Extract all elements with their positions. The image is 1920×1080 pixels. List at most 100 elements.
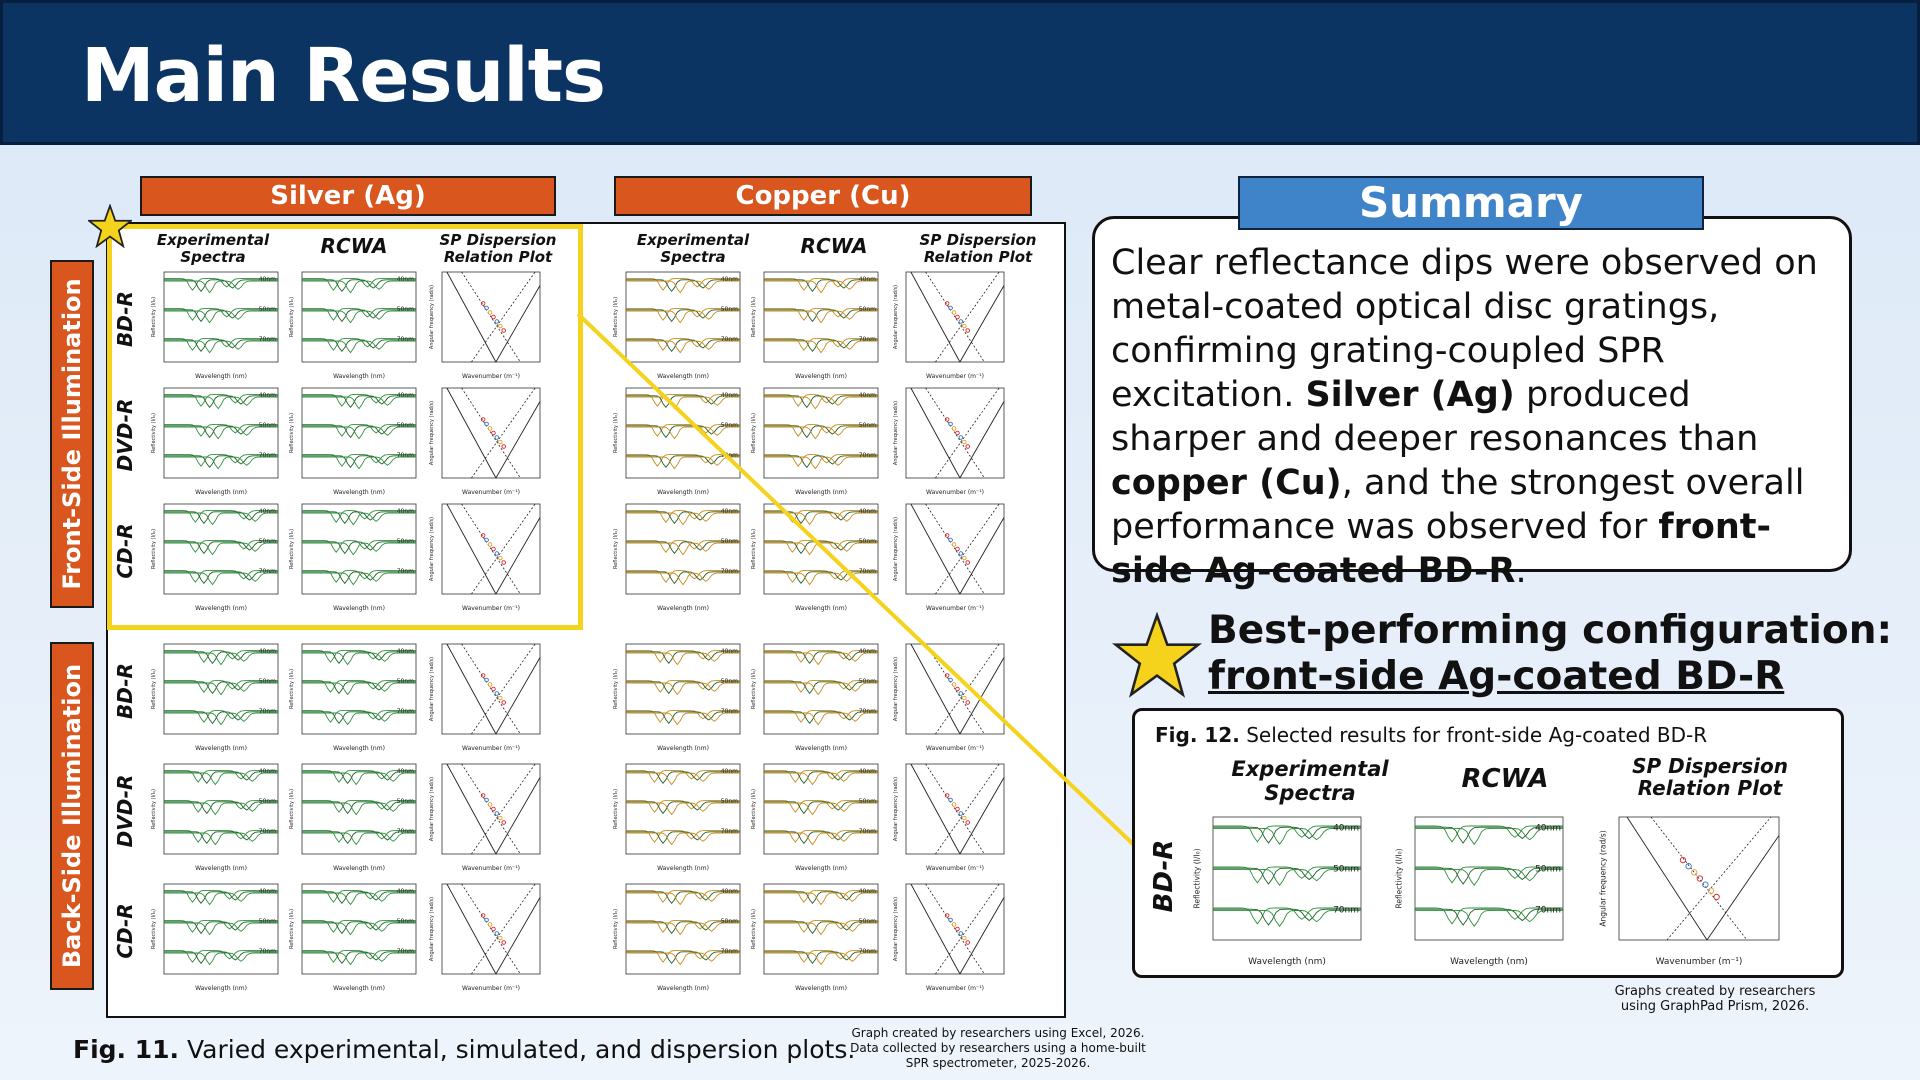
- svg-text:Angular frequency (rad/s): Angular frequency (rad/s): [429, 897, 435, 961]
- svg-text:70nm: 70nm: [721, 828, 738, 835]
- svg-text:70nm: 70nm: [259, 828, 276, 835]
- plot-back-bd-cu-sp: Wavenumber (m⁻¹) Angular frequency (rad/s…: [890, 640, 1028, 752]
- svg-text:70nm: 70nm: [859, 828, 876, 835]
- svg-text:Angular frequency (rad/s): Angular frequency (rad/s): [893, 657, 899, 721]
- star-icon: [1112, 612, 1202, 698]
- svg-text:Angular frequency (rad/s): Angular frequency (rad/s): [893, 517, 899, 581]
- svg-text:40nm: 40nm: [859, 648, 876, 655]
- svg-text:Reflectivity (I/I₀): Reflectivity (I/I₀): [751, 789, 757, 829]
- summary-best: front-side Ag-coated BD-R: [1111, 507, 1772, 591]
- svg-text:Wavenumber (m⁻¹): Wavenumber (m⁻¹): [926, 745, 984, 752]
- svg-text:40nm: 40nm: [721, 508, 738, 515]
- figure-12-text: Selected results for front-side Ag-coate…: [1246, 723, 1708, 747]
- plot-front-bd-cu-sp: Wavenumber (m⁻¹)Angular frequency (rad/s…: [890, 268, 1028, 380]
- svg-text:Wavelength (nm): Wavelength (nm): [195, 489, 247, 496]
- svg-text:Wavelength (nm): Wavelength (nm): [795, 745, 847, 752]
- svg-text:Reflectivity (I/I₀): Reflectivity (I/I₀): [613, 909, 619, 949]
- svg-text:Wavelength (nm): Wavelength (nm): [195, 373, 247, 380]
- svg-text:Wavelength (nm): Wavelength (nm): [657, 745, 709, 752]
- svg-text:50nm: 50nm: [397, 306, 414, 313]
- row-label-back-cd-text: CD-R: [113, 903, 137, 959]
- side-tab-back: Back-Side Illumination: [50, 642, 94, 990]
- svg-text:Angular frequency (rad/s): Angular frequency (rad/s): [429, 401, 435, 465]
- svg-text:Wavelength (nm): Wavelength (nm): [333, 373, 385, 380]
- row-label-front-cd-text: CD-R: [113, 523, 137, 579]
- svg-text:50nm: 50nm: [1535, 865, 1561, 875]
- row-label-front-bd-text: BD-R: [113, 291, 137, 347]
- row-label-front-dvd-text: DVD-R: [113, 398, 137, 472]
- plot-back-dvd-ag-sp: Wavenumber (m⁻¹)Angular frequency (rad/s…: [426, 760, 564, 872]
- figure-11-credit: Graph created by researchers using Excel…: [828, 1026, 1168, 1071]
- heading-ag-exp: Experimental Spectra: [156, 231, 270, 266]
- summary-sentence-3: , and the strongest overall performance …: [1111, 463, 1805, 547]
- svg-text:40nm: 40nm: [859, 768, 876, 775]
- svg-text:50nm: 50nm: [721, 798, 738, 805]
- svg-text:70nm: 70nm: [721, 708, 738, 715]
- svg-text:40nm: 40nm: [721, 392, 738, 399]
- svg-text:Wavenumber (m⁻¹): Wavenumber (m⁻¹): [462, 489, 520, 496]
- side-tab-front-label: Front-Side Illumination: [58, 278, 86, 590]
- svg-text:40nm: 40nm: [259, 276, 276, 283]
- svg-text:Reflectivity (I/I₀): Reflectivity (I/I₀): [613, 413, 619, 453]
- svg-text:50nm: 50nm: [259, 306, 276, 313]
- svg-text:Wavelength (nm): Wavelength (nm): [195, 745, 247, 752]
- side-tab-front: Front-Side Illumination: [50, 260, 94, 608]
- row-label-back-cd: CD-R: [108, 876, 142, 986]
- summary-sentence-2: produced sharper and deeper resonances t…: [1111, 375, 1759, 459]
- summary-box: Clear reflectance dips were observed on …: [1092, 216, 1852, 591]
- svg-text:Wavelength (nm): Wavelength (nm): [657, 489, 709, 496]
- svg-text:Wavelength (nm): Wavelength (nm): [657, 865, 709, 872]
- svg-text:Wavenumber (m⁻¹): Wavenumber (m⁻¹): [926, 865, 984, 872]
- figure-11-label: Fig. 11.: [73, 1035, 180, 1064]
- svg-text:Wavelength (nm): Wavelength (nm): [333, 985, 385, 992]
- figure-11-credit-line-2: Data collected by researchers using a ho…: [850, 1041, 1146, 1055]
- svg-text:Wavelength (nm): Wavelength (nm): [333, 745, 385, 752]
- svg-text:Reflectivity (I/I₀): Reflectivity (I/I₀): [289, 529, 295, 569]
- svg-text:50nm: 50nm: [397, 918, 414, 925]
- svg-text:40nm: 40nm: [397, 888, 414, 895]
- svg-text:40nm: 40nm: [397, 392, 414, 399]
- row-label-front-bd: BD-R: [108, 264, 142, 374]
- figure-12-caption: Fig. 12. Selected results for front-side…: [1155, 723, 1707, 747]
- svg-text:70nm: 70nm: [259, 336, 276, 343]
- figure-11-credit-line-3: SPR spectrometer, 2025-2026.: [905, 1056, 1091, 1070]
- figure-12-panel: Fig. 12. Selected results for front-side…: [1132, 708, 1844, 978]
- svg-text:70nm: 70nm: [859, 708, 876, 715]
- svg-text:50nm: 50nm: [397, 678, 414, 685]
- plot-front-bd-ag-sp: Wavenumber (m⁻¹)Angular frequency (rad/s…: [426, 268, 564, 380]
- svg-text:70nm: 70nm: [397, 708, 414, 715]
- svg-text:Reflectivity (I/I₀): Reflectivity (I/I₀): [151, 909, 157, 949]
- svg-text:Angular frequency (rad/s): Angular frequency (rad/s): [1599, 830, 1608, 926]
- plot-back-bd-ag-sp: Wavenumber (m⁻¹)Angular frequency (rad/s…: [426, 640, 564, 752]
- figure-12-label: Fig. 12.: [1155, 723, 1240, 747]
- svg-text:40nm: 40nm: [397, 508, 414, 515]
- svg-text:Wavelength (nm): Wavelength (nm): [795, 985, 847, 992]
- star-icon: [88, 204, 132, 248]
- figure-12-credit-line-1: Graphs created by researchers: [1614, 984, 1816, 999]
- svg-text:Angular frequency (rad/s): Angular frequency (rad/s): [429, 285, 435, 349]
- summary-silver: Silver (Ag): [1305, 375, 1515, 415]
- svg-text:40nm: 40nm: [859, 276, 876, 283]
- svg-text:Wavelength (nm): Wavelength (nm): [195, 985, 247, 992]
- svg-text:50nm: 50nm: [859, 538, 876, 545]
- svg-text:Angular frequency (rad/s): Angular frequency (rad/s): [893, 285, 899, 349]
- svg-text:70nm: 70nm: [859, 336, 876, 343]
- figure-11-panel: Experimental Spectra RCWA SP Dispersion …: [106, 222, 1066, 1018]
- column-tab-copper: Copper (Cu): [614, 176, 1032, 216]
- page-title: Main Results: [81, 33, 606, 119]
- fig12-row-label: BD-R: [1147, 811, 1181, 941]
- fig12-plot-sp: Wavenumber (m⁻¹)Angular frequency (rad/s…: [1595, 811, 1815, 967]
- svg-text:Angular frequency (rad/s): Angular frequency (rad/s): [429, 657, 435, 721]
